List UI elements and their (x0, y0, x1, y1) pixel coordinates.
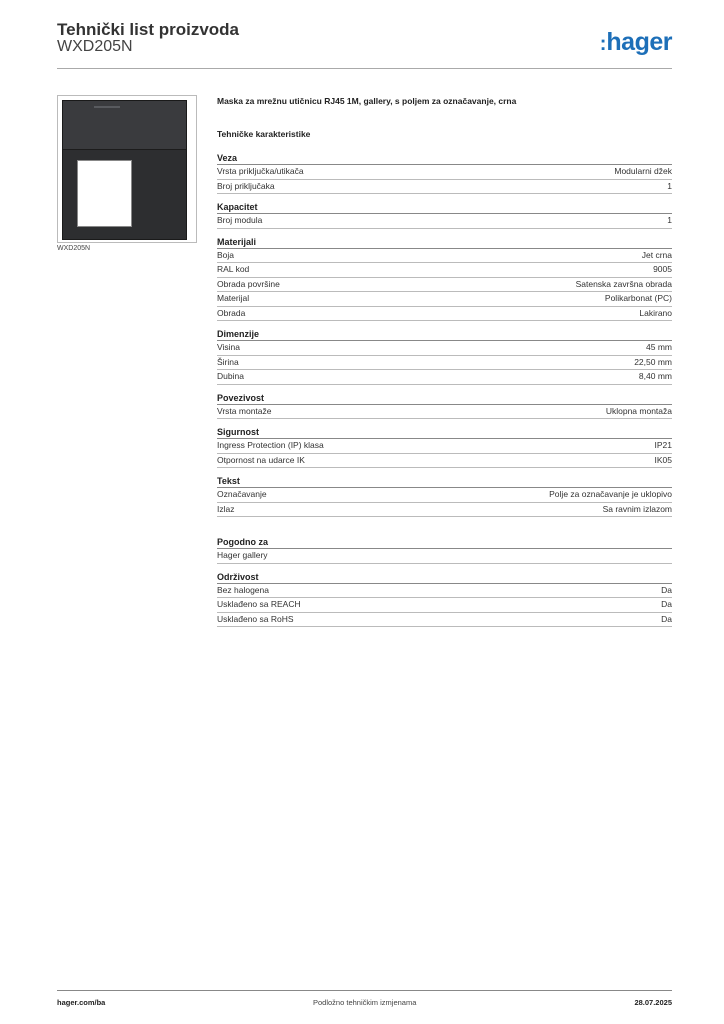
product-code: WXD205N (57, 38, 133, 55)
spec-value: IK05 (654, 454, 673, 465)
spec-group-title: Veza (217, 153, 672, 165)
spec-group-title: Povezivost (217, 393, 672, 405)
product-top-panel (63, 101, 186, 150)
spec-value: Satenska završna obrada (575, 278, 672, 289)
spec-label: Usklađeno sa REACH (217, 599, 301, 609)
spec-value: Sa ravnim izlazom (602, 503, 672, 514)
footer-note: Podložno tehničkim izmjenama (313, 998, 417, 1007)
spec-row: Boja Jet crna (217, 249, 672, 263)
product-slot (94, 106, 120, 108)
spec-value: Jet crna (641, 249, 672, 260)
spec-row: RAL kod 9005 (217, 263, 672, 278)
spec-row: Bez halogena Da (217, 584, 672, 598)
logo-text: hager (606, 28, 672, 56)
spec-value: 1 (667, 180, 672, 191)
spec-label: Vrsta priključka/utikača (217, 166, 304, 176)
section-title: Tehničke karakteristike (217, 129, 311, 139)
spec-group-title: Tekst (217, 476, 672, 488)
footer-divider (57, 990, 672, 991)
spec-label: Bez halogena (217, 584, 269, 595)
spec-row: Obrada površine Satenska završna obrada (217, 278, 672, 292)
spec-value: Polje za označavanje je uklopivo (549, 489, 672, 499)
spec-content: Maska za mrežnu utičnicu RJ45 1M, galler… (217, 96, 672, 635)
spec-label: Broj priključaka (217, 180, 275, 191)
spec-row: Visina 45 mm (217, 341, 672, 356)
spec-value: Modularni džek (614, 166, 672, 176)
spec-value: 8,40 mm (638, 371, 672, 381)
group-spacer (217, 525, 672, 537)
spec-group-title: Održivost (217, 572, 672, 584)
spec-group-title: Materijali (217, 237, 672, 249)
spec-label: Označavanje (217, 489, 267, 499)
header-divider (57, 68, 672, 69)
spec-row: Broj modula 1 (217, 214, 672, 229)
spec-label: Obrada (217, 307, 246, 318)
spec-group-title: Pogodno za (217, 537, 672, 549)
spec-label: RAL kod (217, 264, 250, 274)
spec-label: Obrada površine (217, 278, 280, 289)
spec-label: Usklađeno sa RoHS (217, 613, 294, 624)
spec-row: Usklađeno sa RoHS Da (217, 613, 672, 627)
spec-label: Broj modula (217, 215, 263, 225)
spec-value: IP21 (654, 440, 673, 450)
spec-row: Ingress Protection (IP) klasa IP21 (217, 439, 672, 454)
spec-row: Vrsta montaže Uklopna montaža (217, 405, 672, 419)
spec-value: Da (661, 599, 672, 609)
spec-group-title: Dimenzije (217, 329, 672, 341)
spec-row: Označavanje Polje za označavanje je uklop… (217, 488, 672, 503)
spec-value: 45 mm (646, 342, 672, 352)
spec-label: Vrsta montaže (217, 405, 272, 416)
spec-row: Dubina 8,40 mm (217, 370, 672, 385)
product-face (62, 100, 187, 240)
spec-value: 22,50 mm (634, 356, 672, 367)
spec-label: Materijal (217, 293, 250, 303)
product-description: Maska za mrežnu utičnicu RJ45 1M, galler… (217, 96, 517, 106)
spec-row: Obrada Lakirano (217, 307, 672, 321)
spec-label: Dubina (217, 371, 244, 381)
spec-row: Hager gallery (217, 549, 672, 564)
spec-label: Izlaz (217, 503, 235, 514)
footer-date: 28.07.2025 (634, 998, 672, 1007)
spec-value: Polikarbonat (PC) (604, 293, 672, 303)
spec-row: Širina 22,50 mm (217, 356, 672, 370)
spec-value: 1 (667, 215, 672, 225)
spec-value: 9005 (653, 264, 672, 274)
spec-label: Hager gallery (217, 550, 268, 560)
product-image (57, 95, 197, 243)
spec-label: Boja (217, 249, 235, 260)
label-field (77, 160, 132, 227)
spec-value: Da (661, 584, 672, 595)
spec-value: Da (661, 613, 672, 624)
logo-dots: : (599, 33, 607, 55)
spec-row: Vrsta priključka/utikača Modularni džek (217, 165, 672, 180)
spec-group-title: Kapacitet (217, 202, 672, 214)
page-title: Tehnički list proizvoda (57, 20, 239, 39)
spec-row: Materijal Polikarbonat (PC) (217, 292, 672, 307)
spec-label: Visina (217, 342, 240, 352)
spec-row: Izlaz Sa ravnim izlazom (217, 503, 672, 517)
spec-row: Usklađeno sa REACH Da (217, 598, 672, 613)
hager-logo[interactable]: :hager (599, 28, 673, 57)
spec-value: Lakirano (639, 307, 672, 318)
footer-website[interactable]: hager.com/ba (57, 998, 106, 1007)
image-caption: WXD205N (57, 245, 91, 252)
spec-label: Otpornost na udarce IK (217, 454, 305, 465)
spec-row: Otpornost na udarce IK IK05 (217, 454, 673, 468)
spec-label: Širina (217, 356, 239, 367)
spec-row: Broj priključaka 1 (217, 180, 672, 194)
spec-group-title: Sigurnost (217, 427, 672, 439)
spec-value: Uklopna montaža (605, 405, 672, 416)
spec-label: Ingress Protection (IP) klasa (217, 440, 324, 450)
